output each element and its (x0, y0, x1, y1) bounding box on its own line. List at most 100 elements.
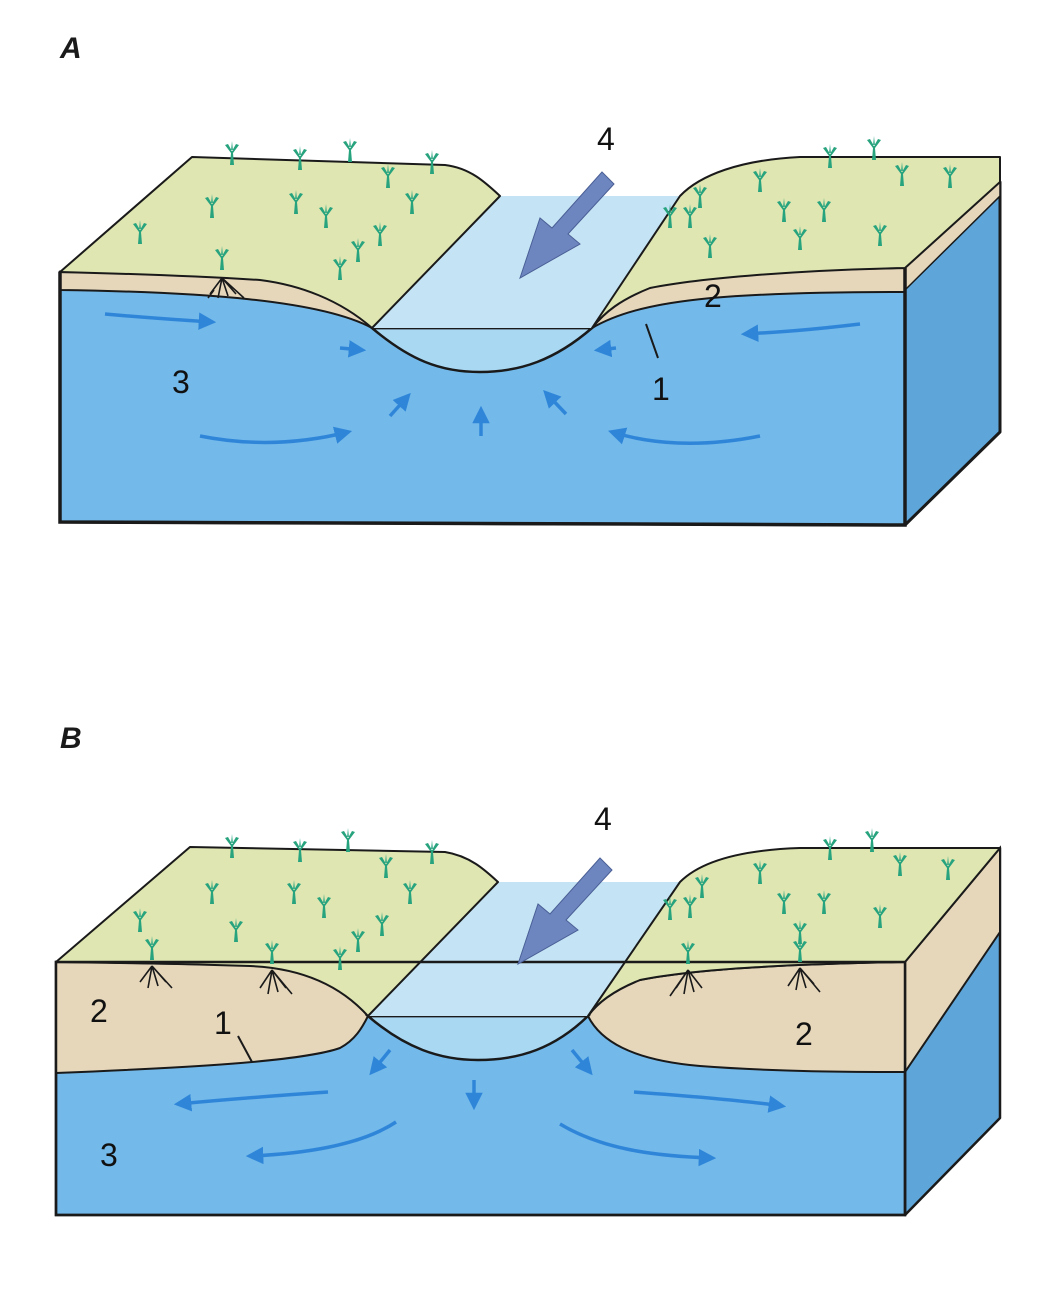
label-1: 1 (652, 371, 670, 407)
plant-icon (403, 880, 417, 904)
plant-icon (817, 198, 831, 222)
plant-icon (351, 928, 365, 952)
plant-icon (351, 238, 365, 262)
plant-icon (405, 190, 419, 214)
plants-b (133, 828, 955, 970)
flow-arrow-icon (559, 1122, 717, 1167)
plant-icon (133, 220, 147, 244)
plant-icon (683, 204, 697, 228)
plant-icon (215, 246, 229, 270)
stream-channel (368, 326, 596, 374)
grass-top-left (59, 156, 501, 329)
flow-arrow-icon (369, 1048, 392, 1076)
plant-icon (425, 150, 439, 174)
flow-arrow-icon (199, 426, 353, 445)
stream-flow-arrow-icon (517, 857, 613, 966)
flow-arrow-icon (104, 312, 217, 330)
plant-icon (895, 162, 909, 186)
plant-icon (793, 920, 807, 944)
plant-icon (287, 880, 301, 904)
label-4: 4 (594, 801, 612, 837)
panel-b-letter: B (60, 722, 82, 755)
label-2-right: 2 (795, 1016, 813, 1052)
stream-flow-arrow-icon (519, 171, 615, 280)
label-3: 3 (172, 364, 190, 400)
plant-icon (375, 912, 389, 936)
plant-icon (865, 828, 879, 852)
plant-icon (225, 141, 239, 165)
panel-a: A (58, 32, 1002, 527)
plant-icon (663, 204, 677, 228)
label-2-left: 2 (90, 993, 108, 1029)
plant-icon (793, 938, 807, 962)
roots-icon (139, 965, 821, 997)
flow-arrow-icon (633, 1090, 787, 1113)
water-table-pointer (645, 323, 659, 359)
flow-arrow-icon (607, 427, 761, 445)
grass-top-right (591, 156, 1001, 329)
plant-icon (663, 896, 677, 920)
plant-icon (133, 908, 147, 932)
grass-top-right (587, 847, 1001, 1017)
label-2: 2 (704, 278, 722, 314)
panel-b: B (54, 722, 1002, 1217)
plants-a (133, 136, 957, 280)
plant-icon (943, 164, 957, 188)
flow-arrow-icon (570, 1048, 593, 1076)
plant-icon (425, 840, 439, 864)
plant-icon (777, 890, 791, 914)
plant-icon (873, 222, 887, 246)
plant-icon (229, 918, 243, 942)
plant-icon (695, 874, 709, 898)
label-3: 3 (100, 1137, 118, 1173)
water-table-pointer (237, 1035, 253, 1063)
roots-icon (207, 277, 245, 299)
label-1: 1 (214, 1005, 232, 1041)
stream-channel (364, 1014, 592, 1062)
plant-icon (293, 146, 307, 170)
plant-icon (893, 852, 907, 876)
plant-icon (289, 190, 303, 214)
flow-arrow-icon (388, 392, 411, 418)
plant-icon (373, 222, 387, 246)
plant-icon (867, 136, 881, 160)
plant-icon (265, 940, 279, 964)
plant-icon (753, 168, 767, 192)
plant-icon (293, 838, 307, 862)
plant-icon (341, 828, 355, 852)
flow-arrows-a (104, 312, 861, 445)
plant-icon (777, 198, 791, 222)
flow-arrow-icon (593, 339, 617, 358)
plant-icon (693, 184, 707, 208)
plant-icon (225, 834, 239, 858)
flow-arrow-icon (339, 340, 367, 358)
plant-icon (873, 904, 887, 928)
plant-icon (381, 164, 395, 188)
flow-arrow-icon (543, 389, 568, 416)
flow-arrow-icon (173, 1090, 329, 1112)
plant-icon (205, 880, 219, 904)
plant-icon (205, 194, 219, 218)
plant-icon (319, 204, 333, 228)
plant-icon (793, 226, 807, 250)
label-4: 4 (597, 121, 615, 157)
plant-icon (333, 946, 347, 970)
plant-icon (941, 856, 955, 880)
plant-icon (145, 936, 159, 960)
panel-a-letter: A (59, 32, 82, 65)
plant-icon (343, 138, 357, 162)
plant-icon (817, 890, 831, 914)
plant-icon (753, 860, 767, 884)
flow-arrows-b (173, 1048, 787, 1167)
plant-icon (333, 256, 347, 280)
plant-icon (683, 894, 697, 918)
block-outline (58, 268, 907, 527)
plant-icon (317, 894, 331, 918)
plant-icon (703, 234, 717, 258)
flow-arrow-icon (740, 322, 861, 342)
plant-icon (681, 940, 695, 964)
plant-icon (823, 836, 837, 860)
plant-icon (379, 854, 393, 878)
plant-icon (823, 144, 837, 168)
